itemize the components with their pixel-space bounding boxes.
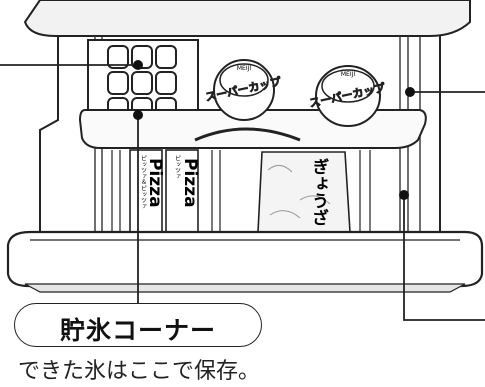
ice-cream-cup-left: MEIJI スーパーカップ bbox=[204, 59, 284, 121]
ice-storage-caption: できた氷はここで保存。 bbox=[18, 359, 261, 384]
ice-storage-label: 貯氷コーナー bbox=[59, 316, 216, 345]
cabinet-left-wall bbox=[39, 36, 59, 250]
ice-cream-cup-right: MEIJI スーパーカップ bbox=[308, 65, 388, 127]
pizza-word-right: Pizza bbox=[180, 158, 200, 208]
pizza-box-left: ピッツァ＆ピッツァ Pizza bbox=[129, 149, 165, 233]
drawer-front-shadow bbox=[24, 283, 466, 293]
leader-dots bbox=[133, 60, 415, 200]
drawer-front bbox=[6, 230, 484, 288]
pizza-word-left: Pizza bbox=[145, 158, 165, 208]
pizza-small-right: ピッツァ bbox=[174, 155, 181, 179]
dumpling-bag: ぎょうざ bbox=[257, 151, 351, 233]
cup-brand-left: MEIJI bbox=[237, 65, 252, 72]
leader-lines bbox=[0, 64, 485, 321]
cup-brand-right: MEIJI bbox=[341, 71, 356, 78]
pizza-box-right: ピッツァ Pizza bbox=[165, 149, 200, 233]
ice-storage-callout: 貯氷コーナー bbox=[14, 303, 262, 347]
freezer-top-edge bbox=[23, 0, 471, 37]
ice-tray bbox=[87, 39, 199, 119]
pizza-small-left: ピッツァ＆ピッツァ bbox=[140, 155, 147, 209]
shelf-handle bbox=[194, 127, 301, 142]
drawer-ribs bbox=[111, 150, 371, 232]
bag-text: ぎょうざ bbox=[308, 157, 328, 226]
